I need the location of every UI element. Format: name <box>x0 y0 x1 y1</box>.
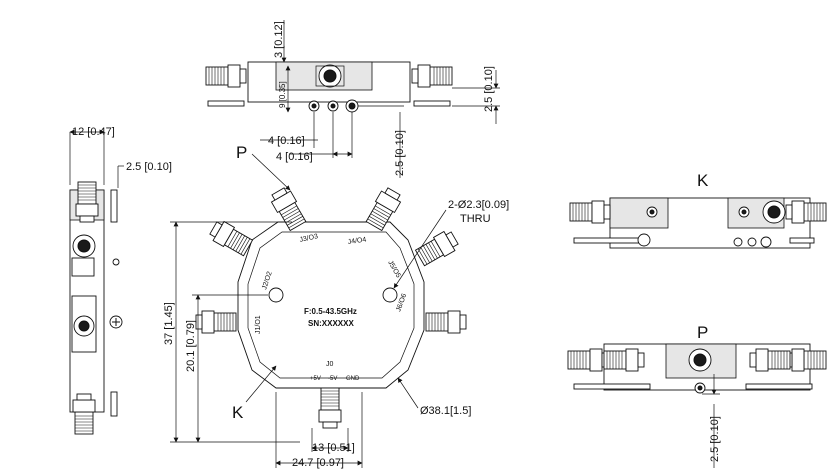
label-p-right: P <box>697 323 708 342</box>
connector-label-j0: J0 <box>326 361 334 368</box>
dim-bottom-flange: 13 [0.51] <box>312 442 355 454</box>
view-p-right-connector <box>785 348 827 372</box>
port-label-j4: J4/O4 <box>347 236 367 246</box>
view-k-left-connector <box>569 200 611 224</box>
port-connector-j5 <box>414 228 461 268</box>
port-connector-j0 <box>318 387 342 429</box>
dim-top-connector-height: 9 [0.35] <box>278 81 287 108</box>
dim-pin-offset-right: 2.5 [0.10] <box>709 416 721 462</box>
mount-hole-left <box>268 287 284 303</box>
dim-pin-spacing-b: 4 [0.16] <box>276 151 313 163</box>
dim-top-flange: 3 [0.12] <box>273 21 285 58</box>
top-right-connector <box>411 64 453 88</box>
side-bottom-connector <box>72 393 96 435</box>
label-k-front: K <box>232 403 244 422</box>
dim-total-height: 37 [1.45] <box>163 302 175 345</box>
side-top-connector <box>75 181 99 223</box>
port-connector-j1 <box>195 310 237 334</box>
side-mount-pin-top <box>110 189 118 223</box>
serial-label: SN:XXXXXX <box>308 319 354 328</box>
front-view: J3/O3 J4/O4 J5/O5 J6/O6 J2/O2 J1/O1 F:0.… <box>163 143 509 469</box>
dim-mid-height: 20.1 [0.79] <box>185 320 197 372</box>
top-view: 3 [0.12] 9 [0.35] 2.5 [0.10] 4 [0.16] 4 … <box>205 20 500 178</box>
mount-hole-right <box>382 287 398 303</box>
hole-callout-line1: 2-Ø2.3[0.09] <box>448 199 509 211</box>
pin-label-minus5v: -5V <box>328 376 337 382</box>
frequency-label: F:0.5-43.5GHz <box>304 307 357 316</box>
mount-pin-right <box>413 100 451 107</box>
dim-pin-spacing-a: 4 [0.16] <box>268 135 305 147</box>
pin-label-plus5v: +5V <box>310 376 321 382</box>
label-k-right: K <box>697 171 709 190</box>
dim-top-right: 2.5 [0.10] <box>483 66 495 112</box>
side-view: 12 [0.47] 2.5 [0.10] <box>69 126 172 435</box>
top-left-connector <box>205 64 247 88</box>
view-p-right-inner-connector <box>749 348 791 372</box>
pin-label-gnd: GND <box>346 376 360 382</box>
port-label-j3: J3/O3 <box>299 233 319 244</box>
dim-total-width: 24.7 [0.97] <box>292 457 344 469</box>
dim-pin-offset-top: 2.5 [0.10] <box>394 130 406 176</box>
side-mount-pin-bottom <box>110 391 118 417</box>
view-k-right-connector <box>785 200 827 224</box>
port-connector-j6 <box>425 310 467 334</box>
label-p-front: P <box>236 143 247 162</box>
mount-pin-left <box>207 100 245 107</box>
port-label-j1: J1/O1 <box>255 315 262 334</box>
right-view-k: K <box>569 171 827 249</box>
hole-callout-line2: THRU <box>460 213 491 225</box>
decagon-body <box>237 221 425 389</box>
port-connector-j2 <box>207 218 254 258</box>
dim-side-pin: 2.5 [0.10] <box>126 161 172 173</box>
dim-diameter: Ø38.1[1.5] <box>420 405 471 417</box>
view-p-left-connector <box>567 348 609 372</box>
view-p-left-inner-connector <box>603 348 645 372</box>
right-view-p: P 2.5 [0.10] <box>567 323 827 468</box>
dim-side-width: 12 [0.47] <box>72 126 115 138</box>
